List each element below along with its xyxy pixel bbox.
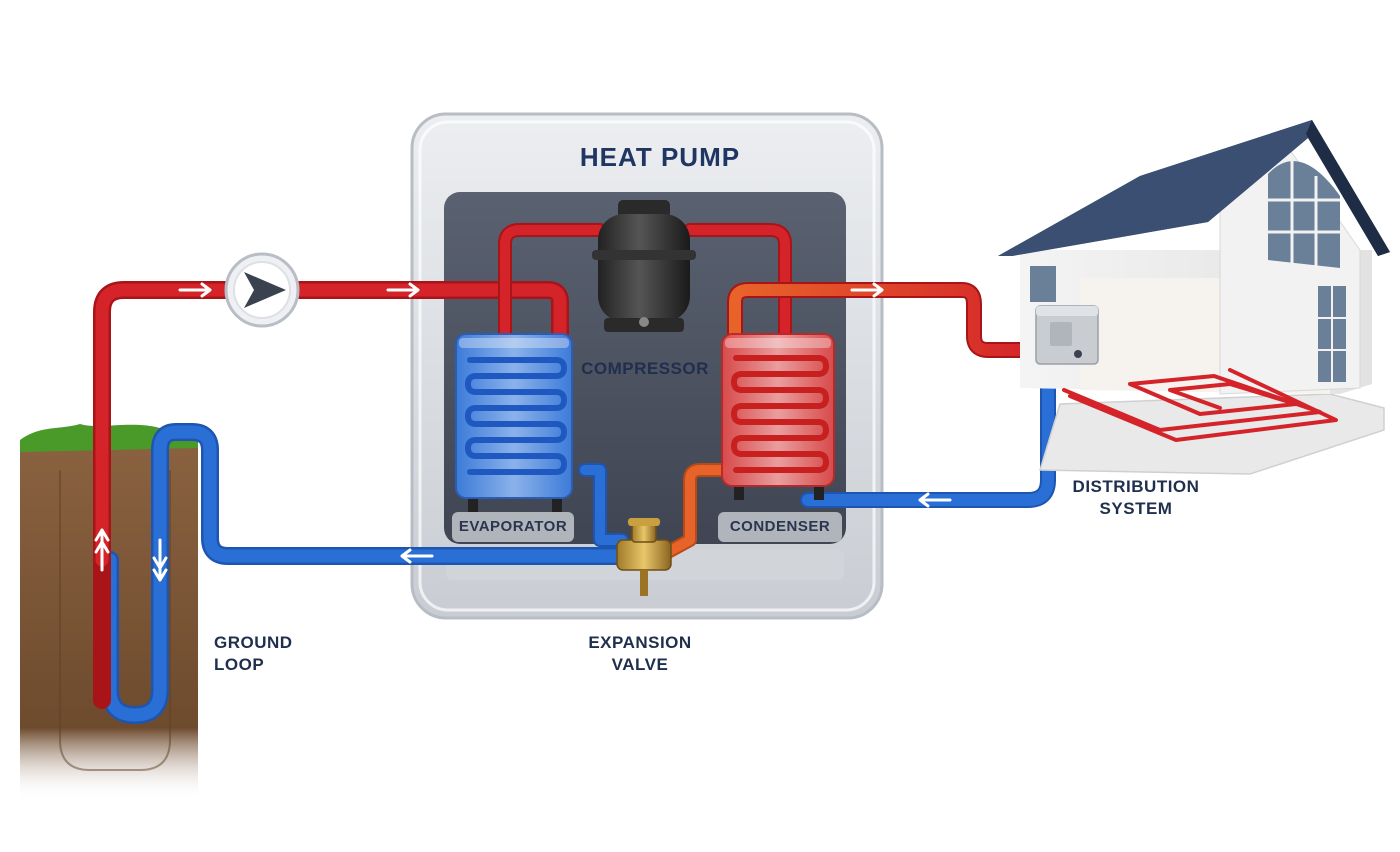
house: [998, 120, 1390, 475]
circulation-pump: [224, 252, 300, 328]
compressor-label: COMPRESSOR: [581, 359, 709, 378]
ground-loop-label-line-1: GROUND: [214, 633, 293, 652]
distribution-system-label-line-2: SYSTEM: [1099, 499, 1173, 518]
indoor-unit: [1035, 305, 1099, 365]
expansion-valve-label: EXPANSION VALVE: [570, 632, 710, 676]
expansion-valve: [616, 518, 672, 596]
refrigerant-hot-pipe: [498, 223, 792, 343]
distribution-system-label-line-1: DISTRIBUTION: [1072, 477, 1200, 496]
expansion-valve-label-line-1: EXPANSION: [588, 633, 692, 652]
distribution-system-label: DISTRIBUTION SYSTEM: [1060, 476, 1212, 520]
ground-loop-label: GROUND LOOP: [214, 632, 293, 676]
compressor-unit: [592, 200, 696, 332]
ground-loop-label-line-2: LOOP: [214, 655, 265, 674]
underfloor-heating-coil: [1062, 368, 1338, 442]
distribution-supply-pipe: [661, 282, 1044, 559]
condenser-unit: [721, 333, 835, 500]
expansion-valve-label-line-2: VALVE: [611, 655, 669, 674]
cold-return-pipe: [101, 350, 1056, 724]
ground-loop-supply-pipe: [93, 281, 569, 709]
evaporator-unit: [455, 333, 573, 512]
diagram-title: HEAT PUMP: [579, 142, 741, 172]
condenser-label: CONDENSER: [718, 512, 842, 542]
evaporator-label: EVAPORATOR: [452, 512, 574, 542]
